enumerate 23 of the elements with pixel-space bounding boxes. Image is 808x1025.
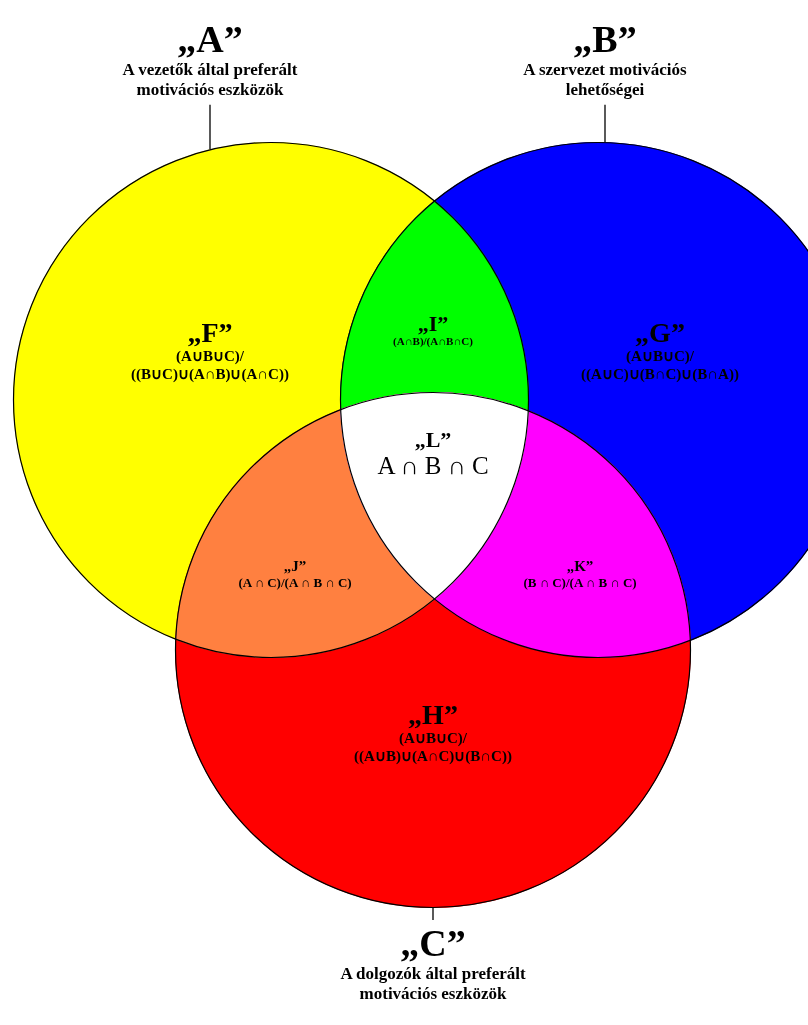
set-formula: (A∩B)/(A∩B∩C)	[393, 335, 473, 349]
leader-line	[432, 907, 434, 921]
set-formula: A ∩ B ∩ C	[377, 451, 489, 482]
set-formula: (A∪B∪C)/ ((B∪C)∪(A∩B)∪(A∩C))	[131, 347, 289, 384]
leader-line	[604, 104, 606, 143]
set-name-label: „A”	[176, 20, 244, 60]
set-name-label: „K”	[565, 559, 595, 575]
set-description: A szervezet motivációs lehetőségei	[522, 59, 688, 101]
set-formula: (B ∩ C)/(A ∩ B ∩ C)	[523, 574, 637, 591]
set-formula: (A∪B∪C)/ ((A∪C)∪(B∩C)∪(B∩A))	[581, 347, 739, 384]
set-formula: (A∪B∪C)/ ((A∪B)∪(A∩C)∪(B∩C))	[354, 729, 512, 766]
set-name-label: „J”	[282, 559, 308, 575]
set-name-label: „H”	[407, 700, 459, 730]
set-description: A dolgozók által preferált motivációs eszközök	[339, 963, 527, 1005]
set-name-label: „I”	[416, 312, 450, 336]
set-name-label: „L”	[413, 428, 453, 452]
set-formula: (A ∩ C)/(A ∩ B ∩ C)	[238, 574, 352, 591]
set-description: A vezetők által preferált motivációs eszközök	[121, 59, 299, 101]
set-name-label: „C”	[399, 924, 467, 964]
set-name-label: „F”	[186, 318, 234, 348]
set-name-label: „G”	[634, 318, 686, 348]
leader-line	[209, 104, 211, 150]
set-name-label: „B”	[572, 20, 638, 60]
